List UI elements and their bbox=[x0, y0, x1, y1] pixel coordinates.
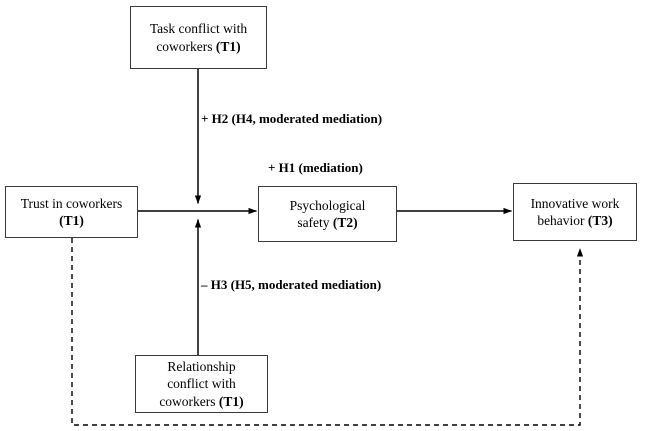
node-task-conflict[interactable]: Task conflict with coworkers (T1) bbox=[130, 6, 267, 69]
node-relationship-conflict[interactable]: Relationship conflict with coworkers (T1… bbox=[135, 355, 268, 413]
node-task-conflict-label: Task conflict with coworkers (T1) bbox=[149, 21, 248, 54]
node-innovative-work-behavior[interactable]: Innovative work behavior (T3) bbox=[513, 183, 637, 241]
node-trust-in-coworkers-label: Trust in coworkers (T1) bbox=[20, 195, 123, 228]
edge-label-h3: – H3 (H5, moderated mediation) bbox=[199, 277, 384, 293]
node-relationship-conflict-label: Relationship conflict with coworkers (T1… bbox=[159, 359, 244, 409]
node-psychological-safety[interactable]: Psychological safety (T2) bbox=[258, 186, 397, 242]
edge-label-h2: + H2 (H4, moderated mediation) bbox=[199, 111, 385, 127]
node-innovative-work-behavior-label: Innovative work behavior (T3) bbox=[530, 195, 620, 228]
edge-label-h1: + H1 (mediation) bbox=[266, 160, 365, 176]
node-trust-in-coworkers[interactable]: Trust in coworkers (T1) bbox=[5, 186, 138, 238]
node-psychological-safety-label: Psychological safety (T2) bbox=[289, 197, 366, 230]
edge-trust-to-innovative-dashed bbox=[71, 238, 584, 426]
